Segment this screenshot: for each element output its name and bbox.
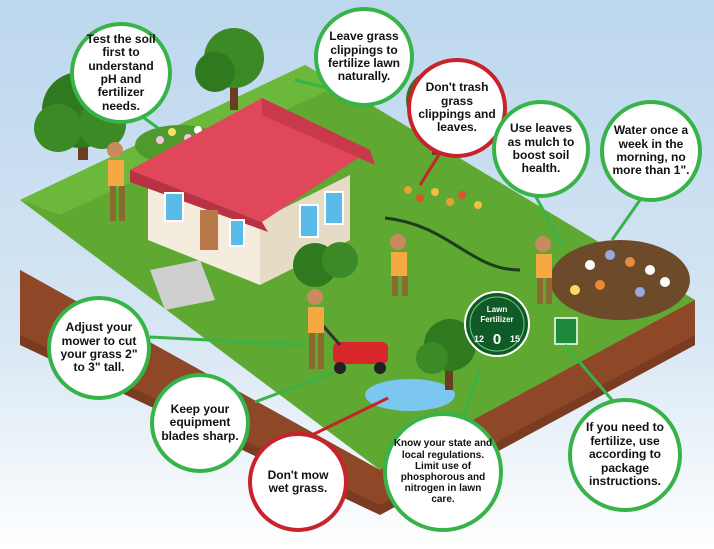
tip-test-soil: Test the soil first to understand pH and…: [70, 22, 172, 124]
badge-k: 15: [510, 334, 520, 344]
badge-line2: Fertilizer: [480, 315, 513, 324]
tip-fertilize: If you need to fertilize, use according …: [568, 398, 682, 512]
gardener-mowing: [307, 289, 324, 369]
tree-back-left: [195, 28, 264, 110]
tip-water-once-text: Water once a week in the morning, no mor…: [612, 123, 690, 178]
tip-dont-trash-text: Don't trash grass clippings and leaves.: [418, 80, 496, 135]
tip-dont-mow-wet-text: Don't mow wet grass.: [267, 467, 329, 495]
tip-water-once: Water once a week in the morning, no mor…: [600, 100, 702, 202]
gardener-watering: [535, 236, 552, 304]
pond: [365, 379, 455, 411]
fertilizer-bag: [554, 317, 578, 345]
garden-hose: [384, 216, 521, 272]
fertilizer-badge: Lawn Fertilizer 12 0 15: [464, 291, 530, 357]
gardener-pruning: [390, 234, 408, 296]
fallen-leaves: [404, 186, 482, 209]
tip-keep-sharp: Keep your equipment blades sharp.: [150, 373, 250, 473]
badge-n: 12: [474, 334, 484, 344]
tip-adjust-mower: Adjust your mower to cut your grass 2" t…: [47, 296, 151, 400]
tip-use-leaves: Use leaves as mulch to boost soil health…: [492, 100, 590, 198]
tip-fertilize-text: If you need to fertilize, use according …: [586, 420, 664, 489]
badge-p: 0: [493, 331, 501, 348]
tip-leave-clippings-text: Leave grass clippings to fertilize lawn …: [327, 29, 401, 84]
tip-keep-sharp-text: Keep your equipment blades sharp.: [161, 401, 239, 443]
tip-dont-trash: Don't trash grass clippings and leaves.: [407, 58, 507, 158]
tip-know-regulations: Know your state and local regulations. L…: [383, 412, 503, 532]
tip-leave-clippings: Leave grass clippings to fertilize lawn …: [314, 7, 414, 107]
badge-line1: Lawn: [487, 305, 508, 314]
lawn-mower: [316, 319, 388, 374]
tip-dont-mow-wet: Don't mow wet grass.: [248, 432, 348, 532]
tip-adjust-mower-text: Adjust your mower to cut your grass 2" t…: [60, 320, 138, 375]
tip-use-leaves-text: Use leaves as mulch to boost soil health…: [507, 121, 575, 176]
tip-test-soil-text: Test the soil first to understand pH and…: [86, 31, 156, 113]
tree-front: [416, 319, 476, 390]
walkway: [150, 260, 215, 310]
gardener-soil-tester: [107, 142, 125, 221]
bush-center: [293, 242, 358, 287]
flower-garden-right: [550, 240, 690, 320]
tip-know-regulations-text: Know your state and local regulations. L…: [393, 438, 493, 506]
house: [130, 98, 375, 285]
